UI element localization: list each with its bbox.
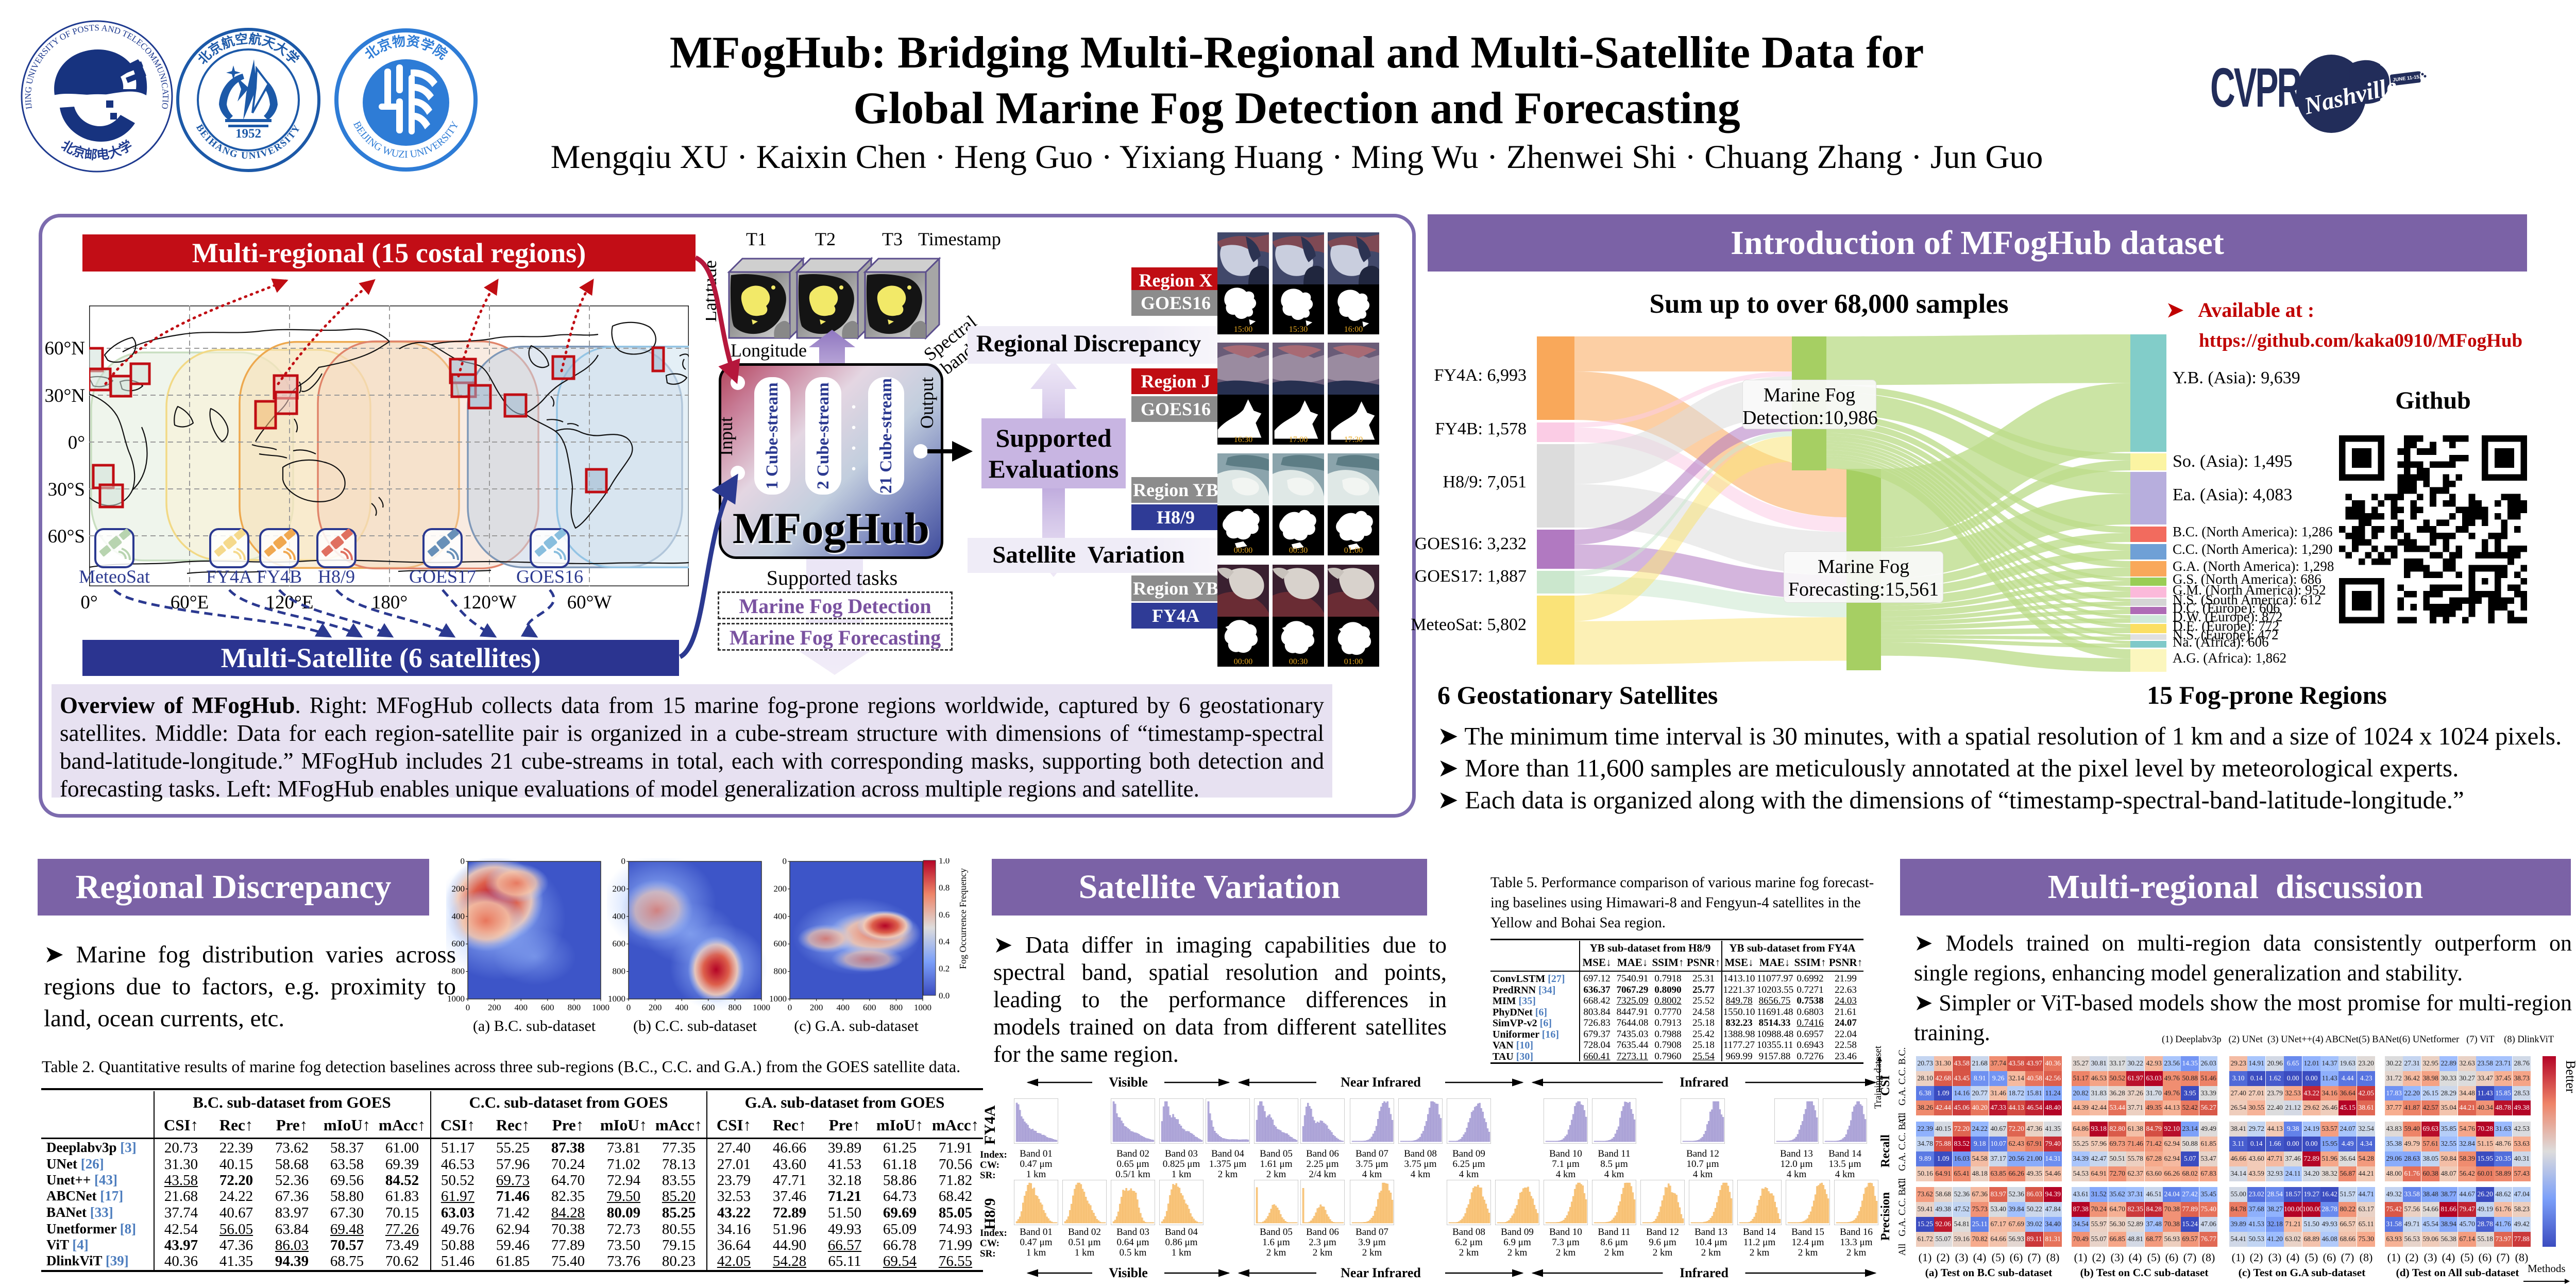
- svg-text:1000: 1000: [769, 994, 787, 1004]
- svg-text:200: 200: [613, 884, 626, 893]
- svg-text:400: 400: [774, 911, 787, 921]
- svg-text:0: 0: [466, 1003, 470, 1012]
- svg-text:Fog Occurrence Frequency: Fog Occurrence Frequency: [958, 868, 968, 969]
- svg-text:16:30: 16:30: [1234, 435, 1252, 444]
- svg-text:15:30: 15:30: [1289, 325, 1308, 334]
- svg-text:0: 0: [626, 1003, 631, 1012]
- svg-text:1000: 1000: [608, 994, 625, 1004]
- svg-text:400: 400: [675, 1003, 688, 1012]
- svg-text:Infrared: Infrared: [1680, 1265, 1728, 1280]
- svg-text:0: 0: [461, 858, 465, 866]
- svg-text:Near Infrared: Near Infrared: [1341, 1075, 1421, 1090]
- svg-text:0: 0: [621, 858, 626, 866]
- svg-text:0: 0: [788, 1003, 792, 1012]
- svg-text:T1: T1: [746, 229, 767, 249]
- svg-text:Timestamp: Timestamp: [918, 229, 1001, 249]
- svg-text:17:00: 17:00: [1289, 435, 1308, 444]
- svg-text:Visible: Visible: [1109, 1265, 1148, 1280]
- svg-text:200: 200: [810, 1003, 823, 1012]
- svg-text:200: 200: [774, 884, 787, 893]
- svg-text:800: 800: [568, 1003, 581, 1012]
- svg-text:1952: 1952: [235, 127, 261, 141]
- svg-text:1.0: 1.0: [939, 858, 950, 866]
- svg-text:400: 400: [613, 911, 626, 921]
- svg-text:600: 600: [774, 939, 787, 948]
- svg-text:600: 600: [613, 939, 626, 948]
- svg-text:0.0: 0.0: [939, 991, 950, 1001]
- svg-text:00:30: 00:30: [1289, 546, 1308, 555]
- svg-text:00:30: 00:30: [1289, 657, 1308, 666]
- svg-text:Near Infrared: Near Infrared: [1341, 1265, 1421, 1280]
- svg-text:200: 200: [649, 1003, 662, 1012]
- svg-text:400: 400: [836, 1003, 850, 1012]
- svg-text:Better: Better: [2563, 1060, 2575, 1093]
- svg-text:1000: 1000: [914, 1003, 931, 1012]
- svg-text:400: 400: [514, 1003, 528, 1012]
- svg-text:0.6: 0.6: [939, 910, 950, 920]
- svg-text:1000: 1000: [447, 994, 465, 1004]
- svg-text:800: 800: [728, 1003, 742, 1012]
- svg-text:200: 200: [488, 1003, 501, 1012]
- svg-text:Longitude: Longitude: [731, 340, 807, 361]
- svg-text:400: 400: [452, 911, 465, 921]
- svg-text:Infrared: Infrared: [1680, 1075, 1728, 1090]
- svg-text:Visible: Visible: [1109, 1075, 1148, 1090]
- svg-text:200: 200: [452, 884, 465, 893]
- svg-text:0: 0: [783, 858, 787, 866]
- svg-text:0.4: 0.4: [939, 937, 950, 946]
- svg-text:15:00: 15:00: [1234, 325, 1252, 334]
- svg-text:800: 800: [613, 967, 626, 976]
- svg-text:800: 800: [452, 967, 465, 976]
- svg-text:0.2: 0.2: [939, 964, 950, 974]
- svg-text:T2: T2: [815, 229, 836, 249]
- svg-text:T3: T3: [882, 229, 903, 249]
- svg-text:01:00: 01:00: [1344, 546, 1363, 555]
- svg-text:600: 600: [702, 1003, 715, 1012]
- svg-text:600: 600: [452, 939, 465, 948]
- svg-text:800: 800: [774, 967, 787, 976]
- svg-text:17:30: 17:30: [1344, 435, 1363, 444]
- svg-text:CVPR: CVPR: [2210, 56, 2301, 118]
- svg-text:01:00: 01:00: [1344, 657, 1363, 666]
- svg-text:1000: 1000: [753, 1003, 770, 1012]
- svg-text:1000: 1000: [592, 1003, 609, 1012]
- svg-text:0.8: 0.8: [939, 883, 950, 892]
- svg-text:600: 600: [863, 1003, 876, 1012]
- svg-text:800: 800: [890, 1003, 903, 1012]
- svg-text:00:00: 00:00: [1234, 657, 1252, 666]
- svg-text:16:00: 16:00: [1344, 325, 1363, 334]
- svg-text:00:00: 00:00: [1234, 546, 1252, 555]
- svg-text:600: 600: [541, 1003, 554, 1012]
